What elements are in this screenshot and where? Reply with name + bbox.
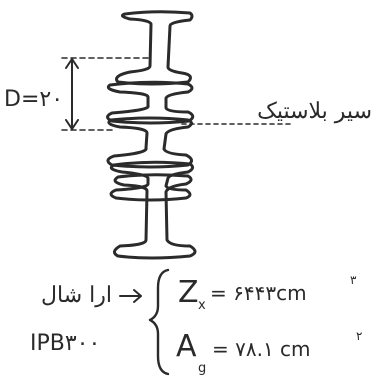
- bottom-i-section: [113, 173, 197, 260]
- top-i-section: [115, 10, 194, 86]
- zx-symbol: Z: [178, 275, 199, 310]
- zx-line: Z x = ۶۴۴۳cm ۳: [178, 273, 357, 313]
- area-value: = ۷۸.۱ cm: [212, 337, 311, 361]
- dimension-arrow-top: [65, 58, 79, 69]
- fourth-i-section: [109, 160, 195, 202]
- dimension-label: D=۲۰: [4, 87, 63, 112]
- beam-stack: [106, 10, 197, 260]
- area-unit-power: ۲: [356, 329, 362, 343]
- zx-subscript: x: [198, 298, 206, 313]
- curly-brace: [148, 268, 170, 376]
- section-properties: ارا شال IPB۳۰۰ Z x = ۶۴۴۳cm ۳ A g = ۷۸.۱…: [30, 268, 362, 376]
- side-callout: سیر بلاستیک: [181, 99, 372, 125]
- zx-value: = ۶۴۴۳cm: [210, 281, 307, 305]
- right-arrow: [119, 289, 142, 303]
- area-symbol: A: [176, 329, 197, 364]
- dimension-arrow-bottom: [65, 119, 79, 130]
- zx-unit-power: ۳: [350, 273, 357, 287]
- section-label: IPB۳۰۰: [30, 331, 100, 356]
- area-line: A g = ۷۸.۱ cm ۲: [176, 329, 362, 376]
- area-subscript: g: [198, 361, 206, 376]
- third-i-section: [106, 116, 193, 169]
- dimension-d: D=۲۰: [4, 57, 151, 131]
- section-note: ارا شال: [41, 283, 112, 308]
- callout-note: سیر بلاستیک: [257, 99, 372, 124]
